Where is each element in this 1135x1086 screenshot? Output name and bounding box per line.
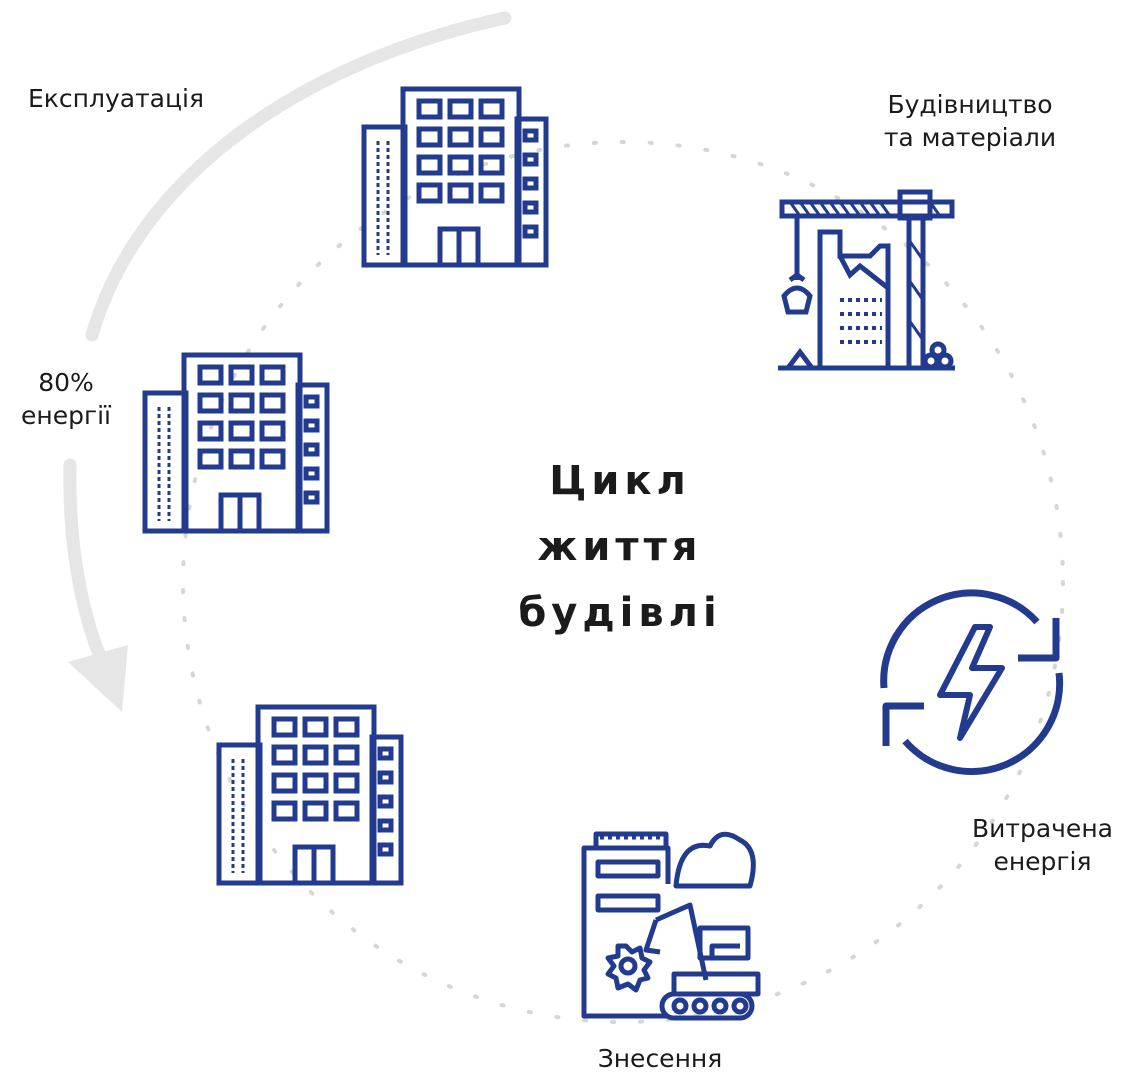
- construction-line-2: та матеріали: [883, 123, 1057, 152]
- demolition-text: Знесення: [597, 1044, 723, 1073]
- building-icon: [364, 89, 546, 265]
- energy-cycle-icon: [880, 589, 1064, 775]
- construction-label: Будівництво та матеріали: [845, 88, 1095, 154]
- energy-word-text: енергії: [20, 401, 111, 430]
- energy-share-label: 80% енергії: [0, 366, 132, 432]
- lifecycle-dotted-circle: [181, 140, 1065, 1024]
- operation-text: Експлуатація: [28, 84, 204, 113]
- demolition-excavator-icon: [581, 831, 761, 1021]
- wasted-energy-line-2: енергія: [993, 847, 1092, 876]
- lifecycle-title: Цикл життя будівлі: [470, 448, 770, 646]
- construction-line-1: Будівництво: [887, 90, 1053, 119]
- building-icon: [145, 355, 327, 531]
- construction-crane-icon: [778, 189, 955, 371]
- title-line-2: життя: [537, 524, 703, 570]
- title-line-3: будівлі: [518, 590, 722, 636]
- title-line-1: Цикл: [549, 458, 691, 504]
- wasted-energy-label: Витрачена енергія: [950, 812, 1135, 878]
- operation-label: Експлуатація: [6, 82, 226, 115]
- building-icon: [219, 707, 401, 883]
- wasted-energy-line-1: Витрачена: [972, 814, 1113, 843]
- energy-percent-text: 80%: [38, 368, 94, 397]
- arrow-head-icon: [68, 645, 128, 712]
- demolition-label: Знесення: [560, 1042, 760, 1075]
